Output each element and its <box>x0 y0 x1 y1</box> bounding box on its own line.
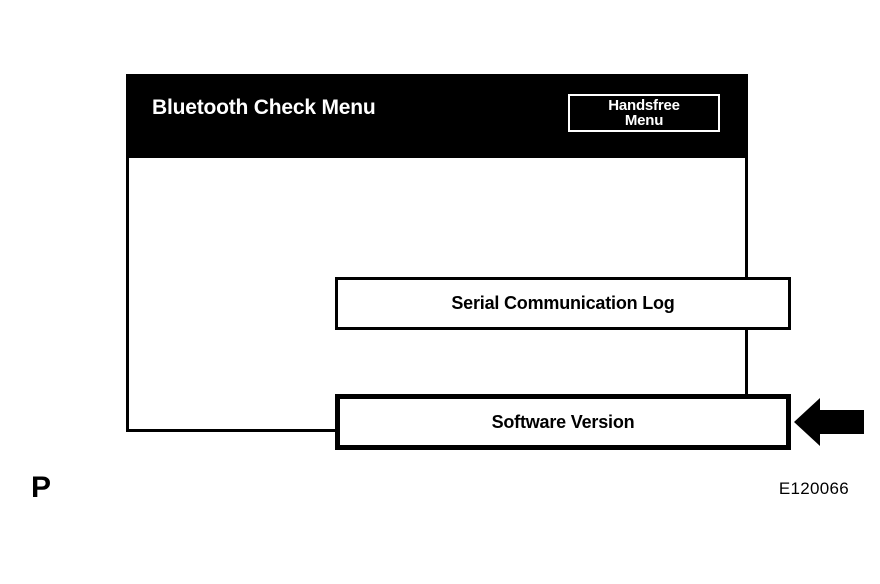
menu-item-serial-communication-log[interactable]: Serial Communication Log <box>335 277 791 330</box>
figure-code: E120066 <box>778 479 849 498</box>
page-title: Bluetooth Check Menu <box>152 96 376 119</box>
left-arrow-icon <box>794 398 864 446</box>
menu-item-label: Software Version <box>491 411 635 432</box>
handsfree-menu-button[interactable]: Handsfree Menu <box>568 94 720 132</box>
handsfree-menu-button-label-line2: Menu <box>624 112 664 129</box>
screen-title-bar: Bluetooth Check Menu Handsfree Menu <box>126 74 748 158</box>
page-marker: P <box>31 471 52 504</box>
menu-item-software-version[interactable]: Software Version <box>335 394 791 450</box>
menu-item-label: Serial Communication Log <box>451 293 675 313</box>
handsfree-menu-button-label-line1: Handsfree <box>608 97 680 114</box>
device-screen-panel: Bluetooth Check Menu Handsfree Menu Seri… <box>126 74 864 450</box>
